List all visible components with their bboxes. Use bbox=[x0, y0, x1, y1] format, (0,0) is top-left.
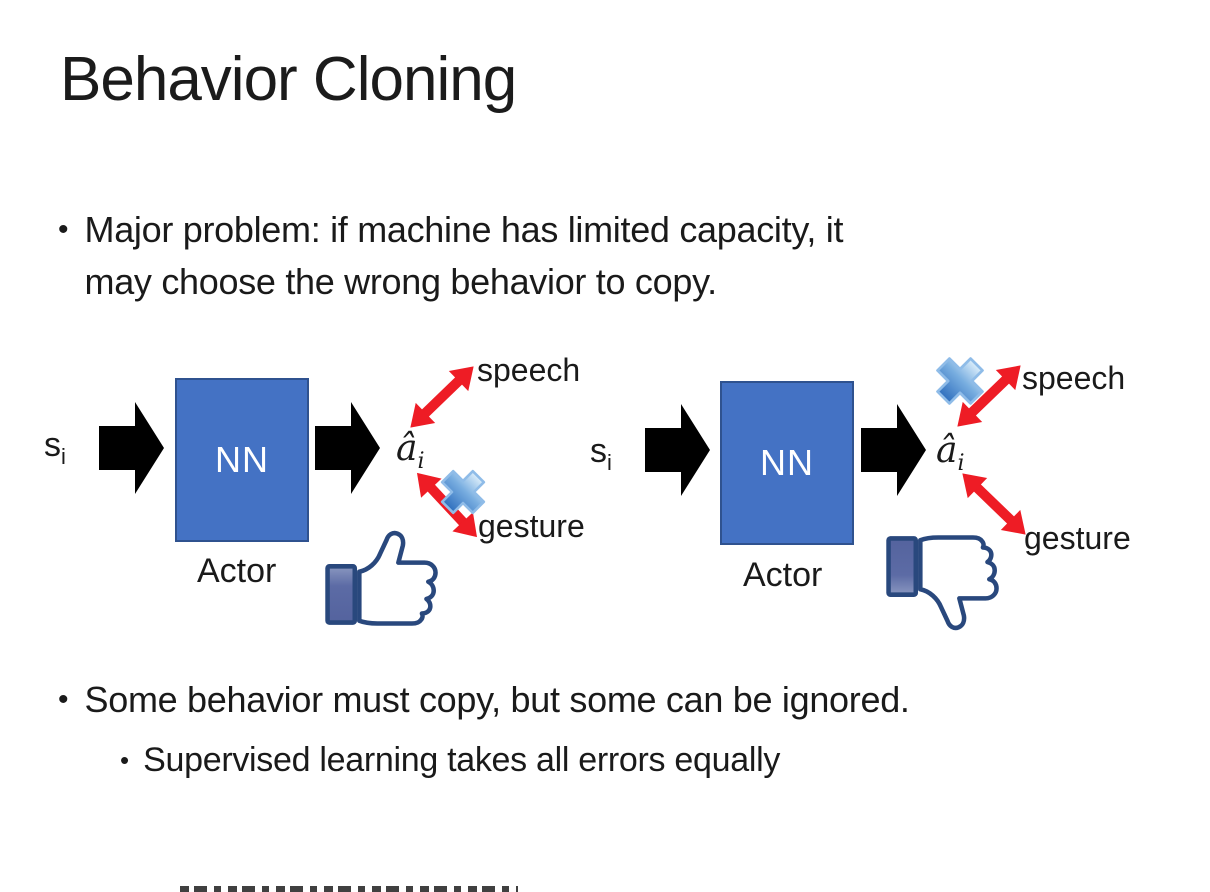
output-main: â bbox=[396, 428, 418, 469]
cross-out-icon bbox=[936, 357, 984, 405]
output-sub: i bbox=[417, 449, 425, 475]
bullet-line: Major problem: if machine has limited ca… bbox=[84, 209, 844, 250]
bullet-major-problem: • Major problem: if machine has limited … bbox=[58, 204, 843, 308]
cross-out-icon bbox=[440, 469, 486, 515]
gesture-label: gesture bbox=[1024, 520, 1131, 556]
output-label: âi bbox=[396, 428, 425, 474]
sub-bullet-supervised-learning: • Supervised learning takes all errors e… bbox=[120, 736, 780, 784]
output-sub: i bbox=[957, 451, 965, 477]
nn-label: NN bbox=[760, 442, 814, 483]
flow-arrow-icon bbox=[645, 404, 710, 496]
gesture-label: gesture bbox=[478, 508, 585, 544]
thumbs-up-icon bbox=[325, 530, 438, 626]
input-main: s bbox=[44, 426, 61, 464]
speech-label: speech bbox=[477, 352, 581, 388]
input-main: s bbox=[590, 432, 607, 470]
nn-box: NN bbox=[175, 378, 309, 542]
bullet-some-behavior: • Some behavior must copy, but some can … bbox=[58, 674, 910, 726]
input-label: si bbox=[590, 432, 612, 476]
thumbs-down-icon bbox=[886, 535, 999, 631]
speech-label: speech bbox=[1022, 360, 1126, 396]
input-label: si bbox=[44, 426, 66, 470]
actor-label: Actor bbox=[743, 556, 823, 594]
cropped-text-remnant bbox=[180, 886, 518, 892]
speech-relation-arrow-icon bbox=[410, 366, 474, 428]
flow-arrow-icon bbox=[99, 402, 164, 494]
flow-arrow-icon bbox=[861, 404, 926, 496]
bullet-text: Major problem: if machine has limited ca… bbox=[85, 204, 844, 308]
bullet-line: may choose the wrong behavior to copy. bbox=[84, 261, 718, 302]
bullet-dot: • bbox=[58, 213, 69, 246]
slide-title: Behavior Cloning bbox=[60, 45, 517, 114]
input-sub: i bbox=[61, 443, 66, 469]
bullet-text: Supervised learning takes all errors equ… bbox=[143, 741, 781, 779]
bullet-text: Some behavior must copy, but some can be… bbox=[84, 679, 910, 720]
output-main: â bbox=[936, 430, 958, 471]
gesture-relation-arrow-icon bbox=[962, 473, 1026, 535]
actor-label: Actor bbox=[197, 552, 277, 590]
nn-box: NN bbox=[720, 381, 854, 545]
output-label: âi bbox=[936, 430, 965, 476]
input-sub: i bbox=[607, 449, 612, 475]
speech-relation-arrow-icon bbox=[957, 365, 1021, 427]
flow-arrow-icon bbox=[315, 402, 380, 494]
bullet-dot: • bbox=[120, 745, 130, 775]
bullet-dot: • bbox=[58, 683, 69, 716]
nn-label: NN bbox=[215, 439, 269, 480]
